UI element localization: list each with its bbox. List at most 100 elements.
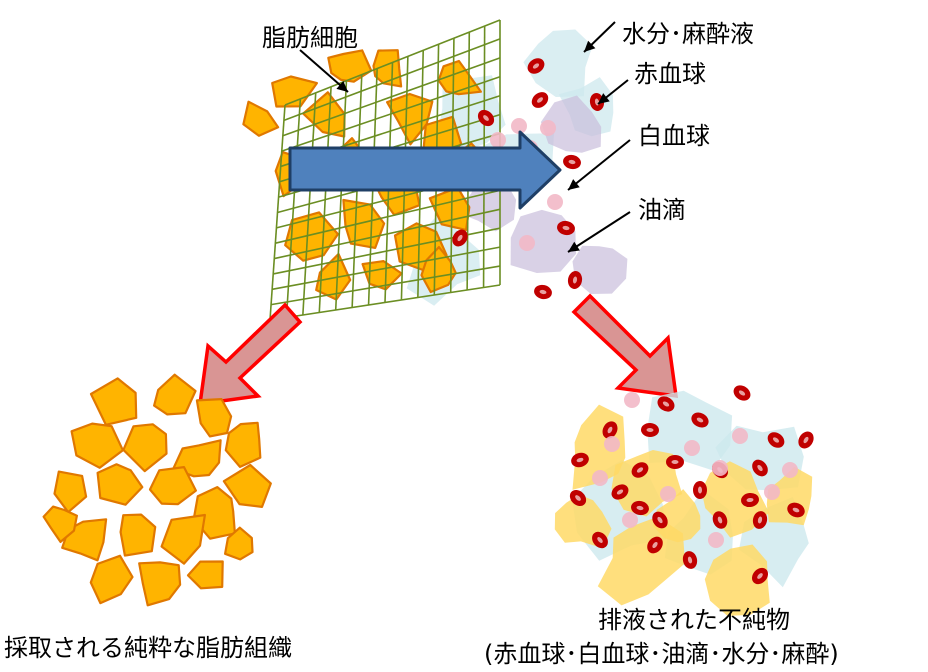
fat-cell: [420, 246, 457, 294]
red-blood-cell-center: [697, 486, 703, 494]
mesh-line: [283, 38, 501, 122]
mesh-line: [275, 189, 501, 244]
red-blood-cell-center: [457, 234, 463, 242]
white-blood-cell: [708, 532, 724, 548]
arrow-to-pure-fat: [197, 302, 303, 407]
fat-cell: [42, 505, 78, 543]
oil-droplet: [652, 489, 701, 543]
fat-cell: [70, 422, 124, 469]
label-pointers: [299, 21, 631, 253]
rbc-pointer-head: [598, 93, 610, 104]
fat-cell: [195, 398, 233, 438]
red-blood-cell-center: [572, 276, 578, 284]
arrow-to-drained: [571, 293, 679, 399]
mesh-line: [274, 208, 501, 260]
fat-cell: [386, 92, 434, 146]
label-red-blood-cell: 赤血球: [634, 60, 706, 88]
fat-cell: [148, 466, 197, 506]
white-blood-cell: [604, 436, 620, 452]
red-blood-cell-center: [671, 460, 679, 464]
fat-cell: [222, 463, 272, 508]
red-blood-cell-center: [575, 495, 581, 501]
fat-cell: [361, 260, 403, 291]
white-blood-cell: [712, 460, 728, 476]
fat-cell: [53, 470, 88, 514]
red-blood-cell-center: [562, 225, 570, 231]
red-blood-cell-center: [616, 489, 624, 495]
oil-droplet: [597, 516, 686, 606]
fat-cell: [89, 554, 134, 605]
fat-cell: [437, 59, 482, 96]
red-blood-cell-center: [597, 537, 603, 543]
label-drained-impurities-list: (赤血球･白血球･油滴･水分･麻酔): [484, 640, 839, 668]
fat-cell: [160, 513, 206, 565]
red-blood-cell-center: [687, 556, 693, 564]
red-blood-cell-center: [696, 417, 704, 423]
white-blood-cell: [547, 194, 563, 210]
filtration-arrow: [288, 130, 562, 210]
red-blood-cell-center: [746, 497, 754, 503]
mesh-line: [270, 265, 501, 306]
fat-cell: [186, 560, 224, 590]
red-blood-cell-center: [646, 427, 654, 433]
white-blood-cell: [519, 235, 535, 251]
red-blood-cell-center: [636, 467, 644, 473]
wbc-pointer-head: [568, 179, 580, 190]
red-blood-cell-center: [792, 507, 800, 513]
fat-cluster-pure: [42, 373, 272, 607]
oil-droplet: [540, 95, 602, 153]
red-blood-cell-center: [636, 505, 644, 511]
fat-cell: [96, 463, 144, 506]
mesh-line: [282, 57, 501, 137]
mesh-line: [281, 76, 501, 152]
white-blood-cell: [490, 132, 506, 148]
fat-cell-pointer-head: [336, 80, 348, 92]
mesh-line: [271, 246, 501, 291]
filtration-arrow-shape: [288, 130, 562, 210]
fat-cluster-top: [242, 49, 485, 301]
white-blood-cell: [624, 392, 640, 408]
mesh-line: [269, 284, 501, 321]
white-blood-cell: [511, 118, 527, 134]
red-blood-cell-center: [717, 516, 723, 524]
fat-cell: [119, 513, 157, 557]
red-blood-cell-center: [757, 464, 763, 472]
red-blood-cell-center: [532, 63, 540, 69]
fat-cell: [271, 75, 318, 108]
red-blood-cell-center: [757, 573, 763, 579]
white-blood-cell: [592, 470, 608, 486]
fat-cell: [89, 377, 138, 426]
red-blood-cell-center: [662, 401, 670, 407]
oil-droplet: [704, 544, 770, 616]
water-droplet: [523, 29, 593, 97]
oil-droplet: [572, 245, 628, 294]
oil-pointer: [567, 211, 631, 253]
red-blood-cell-center: [483, 115, 489, 121]
fat-cell: [302, 91, 346, 138]
label-drained-impurities: 排液された不純物: [598, 606, 790, 634]
red-blood-cell-center: [539, 289, 547, 295]
red-blood-cell-center: [607, 426, 613, 434]
fat-cell: [327, 49, 373, 83]
label-white-blood-cell: 白血球: [638, 122, 710, 150]
red-blood-cell-center: [576, 457, 584, 463]
label-pure-fat-tissue: 採取される純粋な脂肪組織: [4, 634, 292, 662]
red-blood-cell-center: [652, 541, 658, 549]
white-blood-cell: [622, 512, 638, 528]
white-blood-cell: [540, 120, 556, 136]
red-blood-cell-center: [568, 159, 576, 165]
drained-impurities-cluster: [554, 385, 814, 616]
fat-cell: [284, 211, 339, 262]
label-fat-cell: 脂肪細胞: [262, 24, 358, 52]
fat-cell: [224, 526, 254, 561]
white-blood-cell: [684, 440, 700, 456]
fat-cell: [428, 186, 471, 231]
split-arrows: [197, 293, 679, 407]
white-blood-cell: [782, 462, 798, 478]
water-pointer-head: [584, 40, 596, 52]
white-blood-cell: [764, 484, 780, 500]
red-blood-cell-center: [738, 390, 746, 396]
oil-pointer-head: [568, 241, 580, 252]
fat-cell: [342, 198, 386, 249]
